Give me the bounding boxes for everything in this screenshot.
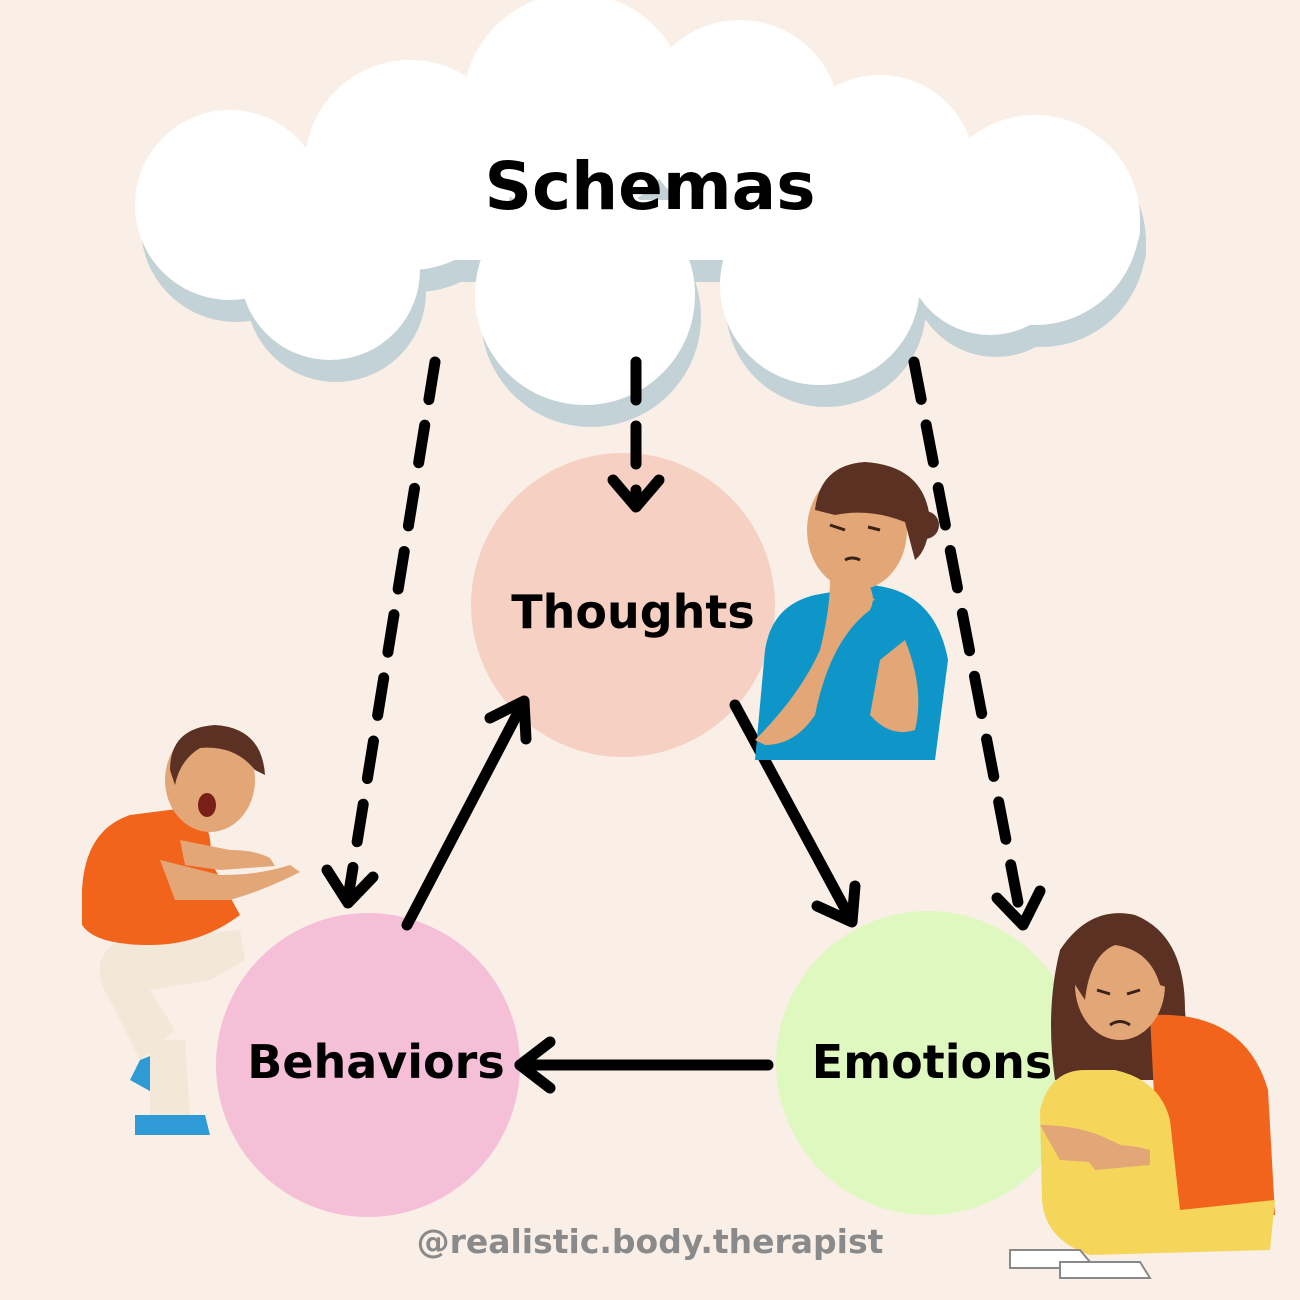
emotions-circle (776, 911, 1080, 1215)
behaviors-circle (216, 913, 520, 1217)
arrow-thoughts-to-emotions (729, 699, 861, 928)
thoughts-label: Thoughts (511, 585, 755, 639)
arrow-emotions-to-behaviors (514, 1036, 774, 1094)
arrow-behaviors-to-thoughts (401, 695, 532, 931)
schemas-cloud (135, 0, 1146, 427)
thoughts-circle (471, 453, 775, 757)
dashed-arrow-to-behaviors (321, 356, 441, 909)
thinking-man-illustration (755, 462, 948, 760)
dashed-arrow-to-emotions (908, 356, 1046, 931)
sad-girl-illustration (1009, 913, 1275, 1279)
emotions-label: Emotions (811, 1035, 1053, 1089)
schemas-title: Schemas (484, 148, 816, 225)
crouching-boy-illustration (82, 725, 300, 1135)
behaviors-label: Behaviors (247, 1035, 505, 1089)
credit-handle: @realistic.body.therapist (416, 1222, 884, 1261)
dashed-arrow-to-thoughts (607, 356, 665, 513)
